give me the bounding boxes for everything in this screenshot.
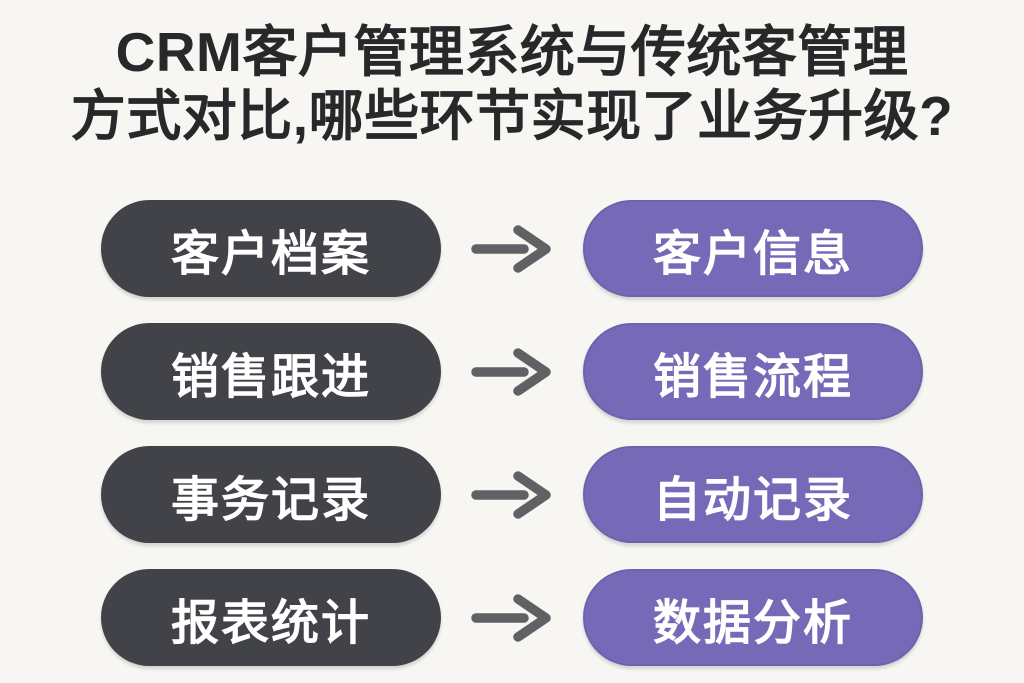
- right-arrow-icon: [471, 347, 551, 396]
- comparison-rows: 客户档案 客户信息 销售跟进 销售流程 事务记录: [101, 200, 923, 666]
- arrow-cell-1: [441, 200, 583, 297]
- right-arrow-icon: [471, 593, 551, 642]
- traditional-pill-1: 客户档案: [101, 200, 441, 297]
- page-title-line-2: 方式对比,哪些环节实现了业务升级?: [70, 85, 954, 148]
- page-title: CRM客户管理系统与传统客管理 方式对比,哪些环节实现了业务升级?: [0, 20, 1024, 149]
- crm-pill-4: 数据分析: [583, 569, 923, 666]
- crm-pill-1: 客户信息: [583, 200, 923, 297]
- traditional-pill-3: 事务记录: [101, 446, 441, 543]
- traditional-pill-2: 销售跟进: [101, 323, 441, 420]
- comparison-row-2: 销售跟进 销售流程: [101, 323, 923, 420]
- traditional-pill-4: 报表统计: [101, 569, 441, 666]
- crm-pill-2: 销售流程: [583, 323, 923, 420]
- arrow-cell-2: [441, 323, 583, 420]
- comparison-row-4: 报表统计 数据分析: [101, 569, 923, 666]
- page-title-line-1: CRM客户管理系统与传统客管理: [115, 21, 909, 83]
- arrow-cell-4: [441, 569, 583, 666]
- right-arrow-icon: [471, 224, 551, 273]
- right-arrow-icon: [471, 470, 551, 519]
- comparison-row-3: 事务记录 自动记录: [101, 446, 923, 543]
- comparison-row-1: 客户档案 客户信息: [101, 200, 923, 297]
- crm-pill-3: 自动记录: [583, 446, 923, 543]
- arrow-cell-3: [441, 446, 583, 543]
